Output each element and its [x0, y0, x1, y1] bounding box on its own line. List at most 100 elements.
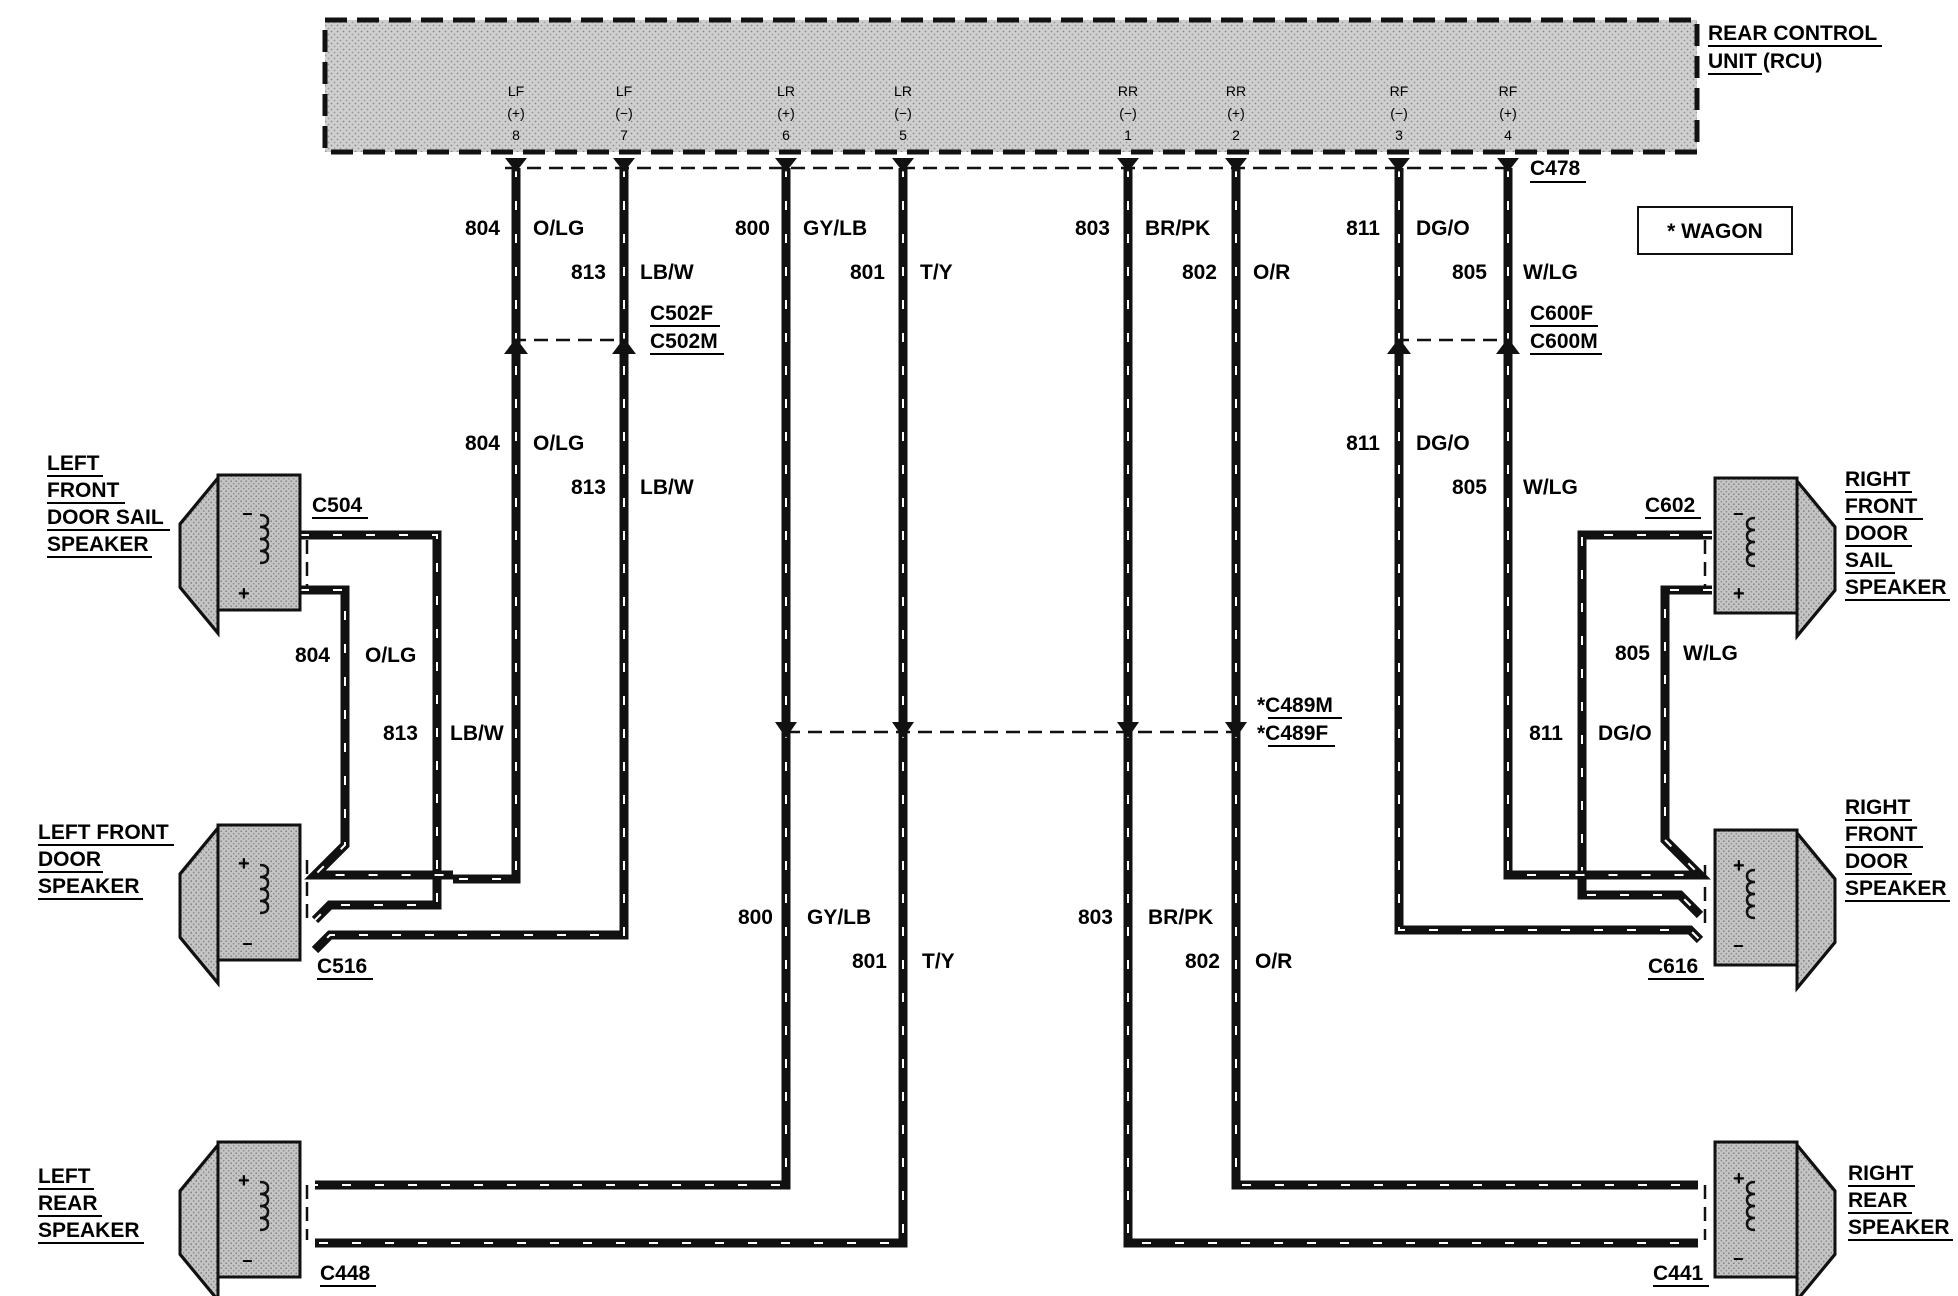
rcu-title-line1: REAR CONTROL — [1708, 22, 1877, 45]
rcu-pin-rr-plus: RR (+) 2 — [1226, 83, 1246, 143]
voice-coil-icon — [1745, 516, 1756, 568]
voice-coil-icon — [259, 1180, 270, 1232]
color-o-r: O/R — [1255, 950, 1292, 973]
pin-polarity: (+) — [777, 105, 795, 121]
pin-channel: RF — [1499, 83, 1518, 99]
circuit-803: 803 — [1075, 217, 1110, 240]
pin-polarity: (−) — [615, 105, 633, 121]
pin-polarity: (−) — [894, 105, 912, 121]
pin-number: 7 — [620, 127, 628, 143]
color-gy-lb: GY/LB — [807, 906, 871, 929]
pin-number: 3 — [1395, 127, 1403, 143]
speaker-label-right-front-door: RIGHT FRONT DOOR SPEAKER — [1845, 796, 1950, 902]
label-line: SPEAKER — [47, 533, 149, 556]
color-w-lg: W/LG — [1523, 261, 1578, 284]
pin-polarity: (−) — [1390, 105, 1408, 121]
pin-channel: RR — [1118, 83, 1138, 99]
wire-texture — [314, 168, 625, 951]
speaker-left-rear: + − — [178, 1140, 302, 1296]
circuit-811: 811 — [1346, 217, 1380, 240]
rcu-pin-rr-minus: RR (−) 1 — [1118, 83, 1138, 143]
wire-texture — [1127, 168, 1698, 1244]
label-line: SPEAKER — [1845, 877, 1947, 900]
label-line: SPEAKER — [38, 875, 140, 898]
circuit-805: 805 — [1615, 642, 1650, 665]
pin-number: 2 — [1232, 127, 1240, 143]
connector-c600m: C600M — [1530, 330, 1598, 353]
circuit-801: 801 — [852, 950, 887, 973]
color-o-lg: O/LG — [533, 432, 584, 455]
connector-c600f: C600F — [1530, 302, 1593, 325]
circuit-802: 802 — [1182, 261, 1217, 284]
rcu-pin-lf-minus: LF (−) 7 — [615, 83, 633, 143]
speaker-right-rear — [1713, 1140, 1837, 1296]
label-line: DOOR — [1845, 850, 1908, 873]
color-lb-w: LB/W — [640, 261, 694, 284]
speaker-label-left-front-door: LEFT FRONT DOOR SPEAKER — [38, 821, 174, 900]
pin-number: 8 — [512, 127, 520, 143]
circuit-813: 813 — [571, 261, 606, 284]
speaker-left-front-door-sail: − + — [178, 473, 302, 638]
rcu-pin-rf-plus: RF (+) 4 — [1499, 83, 1518, 143]
color-o-lg: O/LG — [533, 217, 584, 240]
label-line: LEFT FRONT — [38, 821, 169, 844]
connector-labels: C478 C502F C502M C600F C600M *C489M *C48… — [312, 157, 1709, 1287]
color-gy-lb: GY/LB — [803, 217, 867, 240]
polarity-minus: − — [242, 504, 253, 524]
speaker-left-front-door: + − — [178, 823, 302, 988]
speaker-label-right-front-door-sail: RIGHT FRONT DOOR SAIL SPEAKER — [1845, 468, 1950, 601]
wire-texture — [300, 589, 453, 876]
circuit-800: 800 — [735, 217, 770, 240]
color-w-lg: W/LG — [1683, 642, 1738, 665]
circuit-804: 804 — [465, 217, 500, 240]
label-line: REAR — [38, 1192, 98, 1215]
circuit-811: 811 — [1346, 432, 1380, 455]
junction-arrows — [504, 158, 1520, 738]
connector-c489m: *C489M — [1257, 694, 1333, 717]
label-line: SPEAKER — [38, 1219, 140, 1242]
legend-text: * WAGON — [1667, 220, 1763, 243]
wires — [300, 168, 1712, 1248]
wire-texture — [1570, 589, 1712, 876]
pin-channel: RR — [1226, 83, 1246, 99]
label-line: FRONT — [1845, 495, 1917, 518]
wire-texture — [1235, 168, 1698, 1186]
connector-c516: C516 — [317, 955, 367, 978]
wire-lf-sail-804 — [300, 585, 453, 880]
pin-polarity: (−) — [1119, 105, 1137, 121]
voice-coil-icon — [1745, 1180, 1756, 1232]
label-line: FRONT — [1845, 823, 1917, 846]
pin-polarity: (+) — [507, 105, 525, 121]
speaker-label-left-rear: LEFT REAR SPEAKER — [38, 1165, 144, 1244]
polarity-minus: − — [242, 1251, 253, 1271]
color-br-pk: BR/PK — [1145, 217, 1210, 240]
connector-c504: C504 — [312, 494, 363, 517]
rcu-pin-lr-minus: LR (−) 5 — [894, 83, 912, 143]
wire-801-t-y — [315, 168, 908, 1248]
pin-channel: LR — [777, 83, 795, 99]
connector-c502m: C502M — [650, 330, 718, 353]
label-line: SPEAKER — [1848, 1216, 1950, 1239]
circuit-813: 813 — [571, 476, 606, 499]
connector-lines — [305, 166, 1707, 1240]
color-o-r: O/R — [1253, 261, 1290, 284]
color-dg-o: DG/O — [1416, 432, 1470, 455]
speaker-label-left-front-door-sail: LEFT FRONT DOOR SAIL SPEAKER — [47, 452, 170, 558]
circuit-805: 805 — [1452, 261, 1487, 284]
wire-texture — [1398, 168, 1701, 941]
rf-sail-polarity-minus: − — [1733, 504, 1744, 524]
voice-coil-icon — [1745, 868, 1756, 920]
circuit-804: 804 — [295, 644, 330, 667]
pin-channel: LF — [616, 83, 632, 99]
rcu-pin-lf-plus: LF (+) 8 — [507, 83, 525, 143]
label-line: RIGHT — [1845, 468, 1911, 491]
label-line: RIGHT — [1848, 1162, 1914, 1185]
polarity-plus: + — [238, 1170, 250, 1192]
polarity-plus: + — [238, 583, 250, 605]
circuit-801: 801 — [850, 261, 885, 284]
color-br-pk: BR/PK — [1148, 906, 1213, 929]
wire-texture — [315, 168, 904, 1244]
wire-texture — [1507, 168, 1570, 876]
circuit-813: 813 — [383, 722, 418, 745]
label-line: LEFT — [47, 452, 100, 475]
